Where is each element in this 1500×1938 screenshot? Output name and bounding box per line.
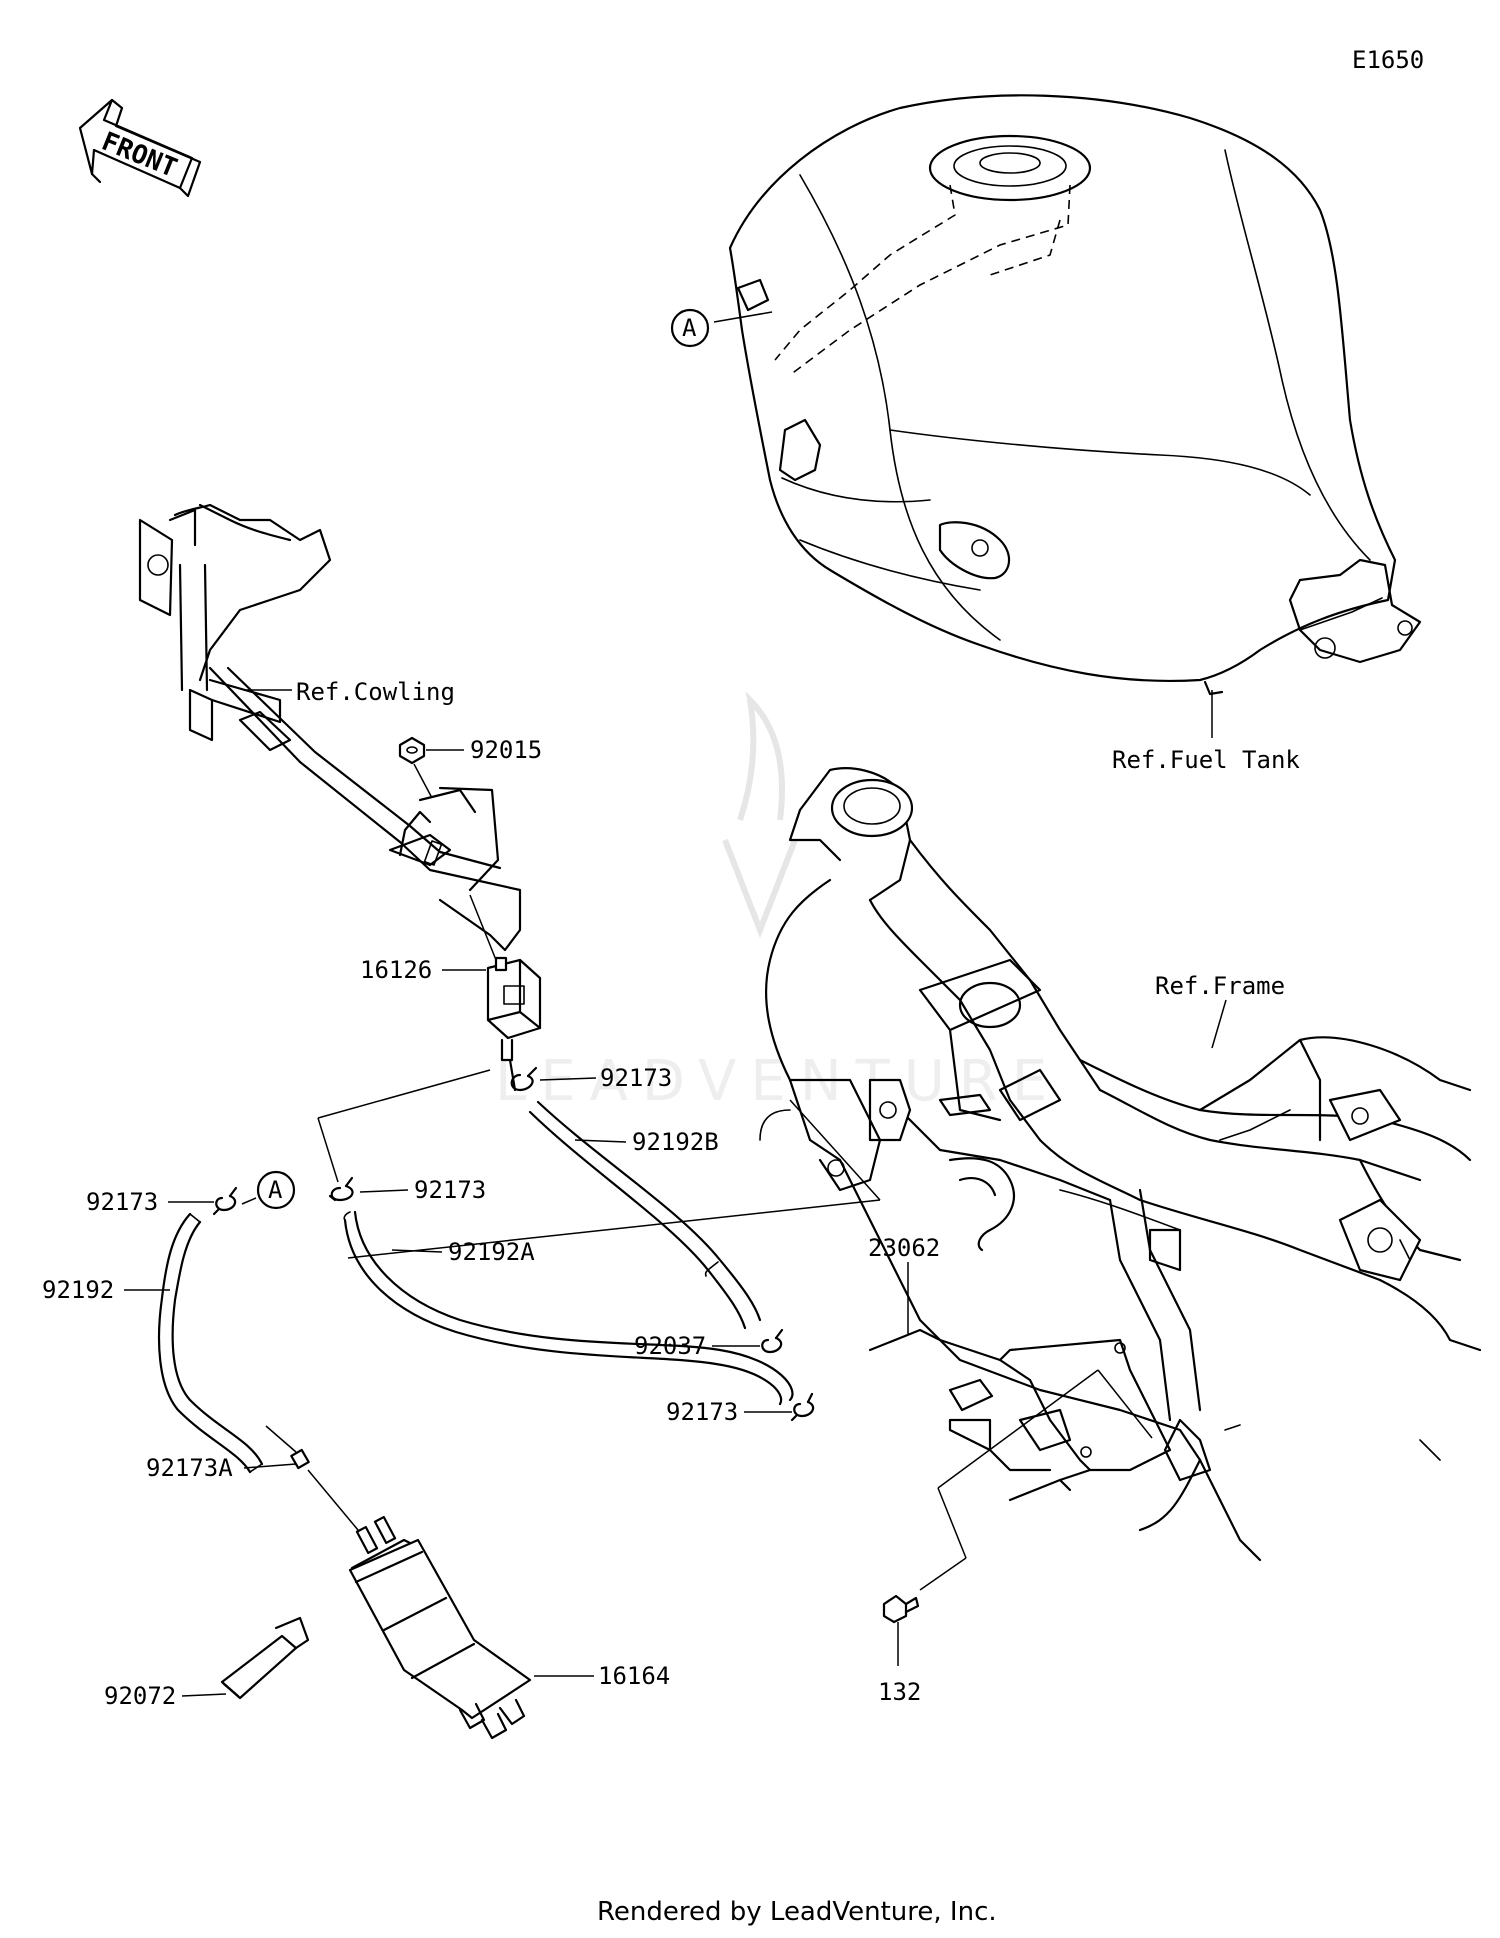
footer-credit: Rendered by LeadVenture, Inc. <box>597 1897 997 1927</box>
label-92072: 92072 <box>104 1682 176 1710</box>
clip-92173-top <box>510 1066 597 1092</box>
leader-group-lines <box>317 1069 881 1259</box>
hose-callout-a: A <box>256 1170 296 1210</box>
bolt-132 <box>882 1369 1153 1666</box>
label-92037: 92037 <box>634 1332 706 1360</box>
label-92192A: 92192A <box>448 1238 535 1266</box>
label-92173-top: 92173 <box>600 1064 672 1092</box>
hose-92192A <box>343 1210 794 1406</box>
solenoid-valve-16126 <box>469 894 542 1092</box>
label-ref-cowling: Ref.Cowling <box>296 678 455 706</box>
fuel-tank <box>728 94 1422 696</box>
callout-a-tank: A <box>682 314 697 342</box>
svg-text:LEADVENTURE: LEADVENTURE <box>495 1049 1061 1114</box>
clamp-92072 <box>181 1616 310 1700</box>
bracket-23062 <box>868 1262 1172 1502</box>
hose-92192B <box>528 1100 762 1330</box>
clip-92037 <box>712 1328 784 1354</box>
label-16164: 16164 <box>598 1662 670 1690</box>
label-23062: 23062 <box>868 1234 940 1262</box>
front-arrow-icon: FRONT <box>78 98 202 198</box>
label-92192B: 92192B <box>632 1128 719 1156</box>
label-16126: 16126 <box>360 956 432 984</box>
label-92173-left: 92173 <box>86 1188 158 1216</box>
label-92173-low: 92173 <box>666 1398 738 1426</box>
hose-92192 <box>124 1212 264 1474</box>
label-ref-fuel-tank: Ref.Fuel Tank <box>1112 746 1300 774</box>
canister-16164 <box>348 1515 594 1740</box>
cowling-bracket <box>138 503 522 952</box>
label-92173-mid: 92173 <box>414 1176 486 1204</box>
frame <box>759 767 1482 1562</box>
clip-92173-mid <box>328 1176 409 1202</box>
watermark-logo: LEADVENTURE <box>495 691 1061 1114</box>
label-92015: 92015 <box>470 736 542 764</box>
clip-92173-left <box>168 1186 257 1216</box>
callout-a-hose: A <box>268 1176 283 1204</box>
label-92173A: 92173A <box>146 1454 233 1482</box>
label-92192: 92192 <box>42 1276 114 1304</box>
diagram-code: E1650 <box>1352 46 1424 74</box>
label-ref-frame: Ref.Frame <box>1155 972 1285 1000</box>
fuel-tank-callout-a: A <box>670 308 773 348</box>
label-132: 132 <box>878 1678 921 1706</box>
clip-92173A <box>243 1425 359 1531</box>
clip-92173-low <box>744 1392 815 1422</box>
nut-92015 <box>398 736 464 799</box>
